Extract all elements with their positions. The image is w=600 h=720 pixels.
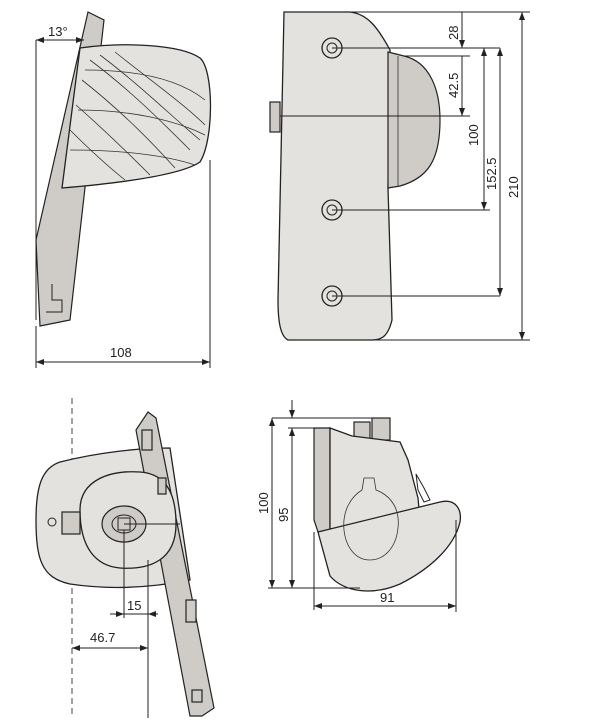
bulb-outline bbox=[343, 477, 399, 561]
width-arrow-right bbox=[202, 359, 210, 365]
dim-91-label: 91 bbox=[380, 590, 394, 605]
dim-152-5-arrow-bottom bbox=[497, 288, 503, 296]
dim-15-arrow-left bbox=[116, 611, 124, 617]
angle-arrow-right bbox=[76, 37, 84, 43]
dim-46-7-arrow-right bbox=[140, 645, 148, 651]
angle-label: 13° bbox=[48, 24, 68, 39]
dim-top-short-arrow bbox=[289, 410, 295, 418]
dim-28-label: 28 bbox=[446, 26, 461, 40]
dim-95-arrow-bottom bbox=[289, 580, 295, 588]
dim-100-side-arrow-top bbox=[269, 418, 275, 426]
dim-210-arrow-top bbox=[519, 12, 525, 20]
dim-100-arrow-top bbox=[481, 48, 487, 56]
dim-152-5-label: 152.5 bbox=[484, 157, 499, 190]
dim-91-arrow-right bbox=[448, 603, 456, 609]
dim-42-5-arrow bbox=[459, 108, 465, 116]
dim-100-top-label: 100 bbox=[466, 124, 481, 146]
lamp-housing bbox=[61, 44, 212, 189]
top-side-tab bbox=[61, 511, 81, 535]
mount-hole bbox=[47, 517, 57, 527]
top-view: 15 46.7 bbox=[35, 398, 215, 718]
plate-clip-4 bbox=[191, 689, 203, 703]
dim-100-arrow-bottom bbox=[481, 202, 487, 210]
dim-100-side-label: 100 bbox=[256, 492, 271, 514]
lamp-side-lens bbox=[317, 500, 462, 592]
side-profile-view: 13° 108 bbox=[35, 11, 212, 368]
dim-152-5-arrow-top bbox=[497, 48, 503, 56]
dim-95-arrow-top bbox=[289, 428, 295, 436]
width-108-label: 108 bbox=[110, 345, 132, 360]
connector-block-2 bbox=[371, 417, 391, 441]
lamp-side-view: 100 95 91 bbox=[256, 400, 462, 612]
plate-clip-3 bbox=[185, 599, 197, 623]
dim-46-7-arrow-left bbox=[72, 645, 80, 651]
dim-210-arrow-bottom bbox=[519, 332, 525, 340]
dim-210-label: 210 bbox=[506, 176, 521, 198]
front-view: 28 42.5 100 152.5 210 bbox=[269, 11, 530, 341]
dim-28-arrow bbox=[459, 40, 465, 48]
spring-clip bbox=[415, 473, 431, 503]
lamp-rear-plate bbox=[313, 427, 331, 533]
dim-46-7-label: 46.7 bbox=[90, 630, 115, 645]
dim-91-arrow-left bbox=[314, 603, 322, 609]
lens-protrusion bbox=[387, 51, 441, 189]
mounting-hook bbox=[46, 284, 63, 313]
dim-42-5-label: 42.5 bbox=[446, 73, 461, 98]
plate-clip-1 bbox=[141, 429, 153, 451]
dim-15-arrow-right bbox=[148, 611, 156, 617]
width-arrow-left bbox=[36, 359, 44, 365]
dim-95-label: 95 bbox=[276, 508, 291, 522]
plate-clip-2 bbox=[157, 477, 167, 495]
front-plate bbox=[277, 11, 393, 341]
dim-100-side-arrow-bottom bbox=[269, 580, 275, 588]
dim-15-label: 15 bbox=[127, 598, 141, 613]
side-tab bbox=[269, 101, 281, 133]
housing-hatching bbox=[69, 51, 206, 181]
angle-arrow-left bbox=[36, 37, 44, 43]
